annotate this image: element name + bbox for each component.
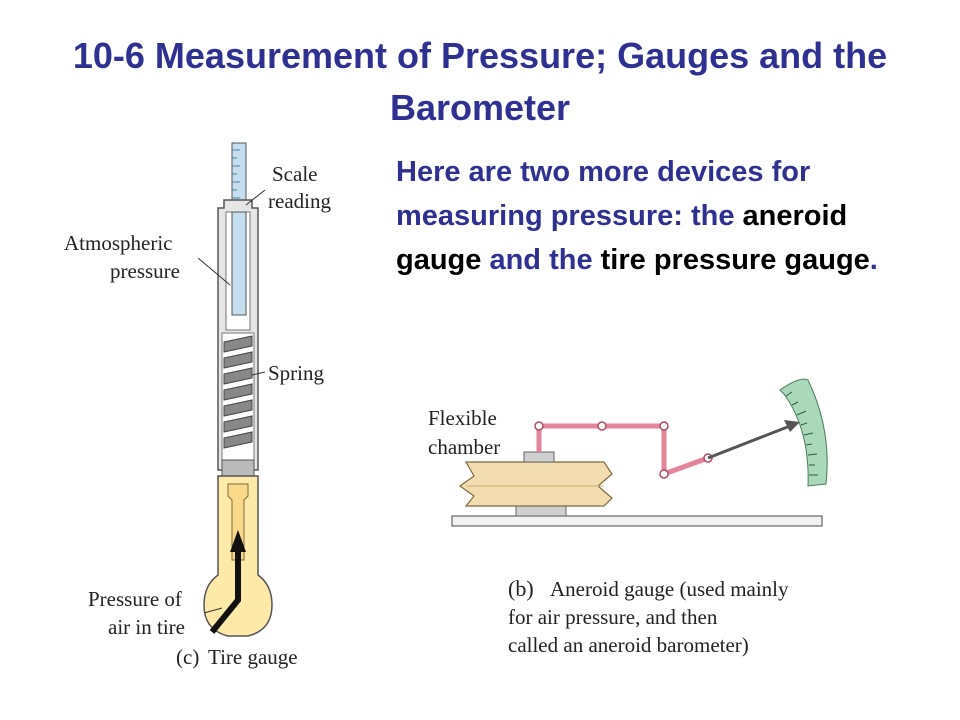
base-plate (451, 515, 823, 527)
caption-aneroid-line-3: called an aneroid barometer) (508, 633, 749, 657)
intro-tire-term: tire pressure gauge (600, 244, 870, 276)
caption-aneroid-letter: (b) (508, 576, 534, 601)
caption-tire-letter: (c) (176, 645, 199, 669)
label-spring: Spring (268, 361, 325, 385)
caption-tire-text: Tire gauge (208, 645, 298, 669)
label-scale-reading-1: Scale (272, 162, 317, 186)
slide-title: 10-6 Measurement of Pressure; Gauges and… (72, 35, 888, 128)
intro-part-1: Here are two more devices for measuring … (396, 156, 811, 232)
gauge-pointer (707, 420, 800, 460)
tire-gauge-leaders (197, 189, 266, 614)
tire-gauge-diagram: Scale reading Atmospheric pressure Sprin… (64, 142, 331, 669)
label-flexible-2: chamber (428, 435, 500, 459)
chamber-cap (523, 451, 555, 463)
label-scale-reading-2: reading (268, 189, 331, 213)
air-pressure-arrow (209, 530, 246, 634)
label-atmospheric-1: Atmospheric (64, 231, 172, 255)
label-air-pressure-2: air in tire (108, 615, 185, 639)
label-air-pressure-1: Pressure of (88, 587, 182, 611)
label-flexible-1: Flexible (428, 406, 497, 430)
intro-text: Here are two more devices for measuring … (396, 150, 936, 282)
scale-rod-inner (231, 211, 247, 316)
gauge-dial (779, 378, 828, 487)
dial-ticks (785, 391, 818, 476)
flexible-chamber (458, 461, 613, 507)
intro-part-3: and the (481, 244, 601, 276)
intro-aneroid-term: aneroid gauge (396, 200, 848, 276)
caption-aneroid-line-2: for air pressure, and then (508, 605, 718, 629)
intro-period: . (869, 244, 878, 276)
spring-coils (223, 335, 253, 449)
aneroid-gauge-diagram: Flexible chamber (b) Aneroid gauge (used… (428, 378, 828, 657)
caption-aneroid-line-1: Aneroid gauge (used mainly (550, 577, 789, 601)
piston (221, 459, 255, 477)
label-atmospheric-2: pressure (110, 259, 180, 283)
valve-stem (227, 483, 249, 561)
